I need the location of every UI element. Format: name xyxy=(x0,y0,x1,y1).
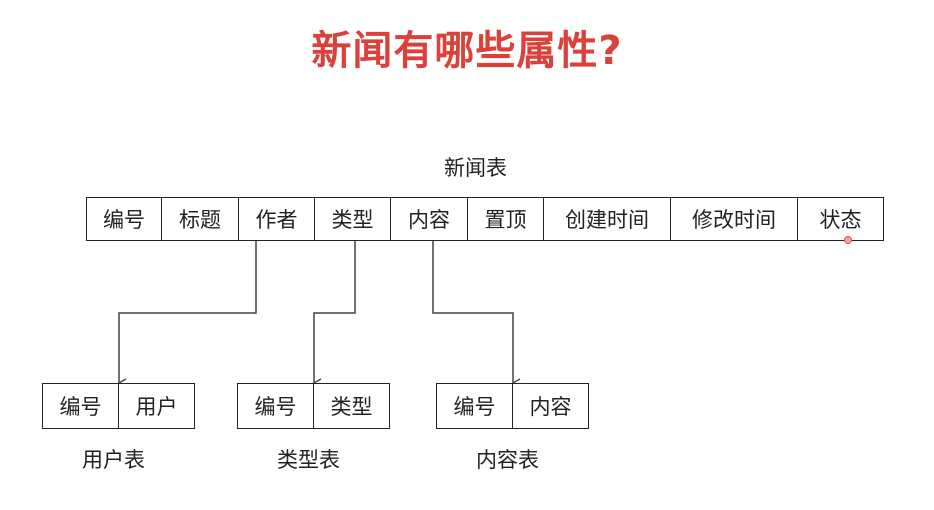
user-column-id: 编号 xyxy=(43,384,119,428)
user-table: 编号 用户 xyxy=(42,383,195,429)
content-table: 编号 内容 xyxy=(436,383,589,429)
mouse-cursor-indicator xyxy=(844,236,852,244)
type-column-id: 编号 xyxy=(238,384,314,428)
news-column-id: 编号 xyxy=(87,198,162,240)
news-column-status: 状态 xyxy=(819,208,862,232)
news-column-content: 内容 xyxy=(391,198,468,240)
news-table-caption: 新闻表 xyxy=(444,156,507,180)
news-column-title: 标题 xyxy=(162,198,239,240)
news-column-modified-time: 修改时间 xyxy=(671,198,798,240)
page-title: 新闻有哪些属性? xyxy=(311,28,623,74)
news-table: 编号 标题 作者 类型 内容 置顶 创建时间 修改时间 状态 xyxy=(86,197,884,241)
content-column-content: 内容 xyxy=(529,395,572,419)
content-to-content-connector xyxy=(432,241,521,388)
news-column-pinned: 置顶 xyxy=(468,198,544,240)
type-table: 编号 类型 xyxy=(237,383,390,429)
type-column-type: 类型 xyxy=(330,395,373,419)
content-table-caption: 内容表 xyxy=(476,448,539,472)
type-to-type-connector xyxy=(312,241,356,388)
user-table-caption: 用户表 xyxy=(82,448,145,472)
author-to-user-connector xyxy=(117,241,257,388)
type-table-caption: 类型表 xyxy=(277,448,340,472)
news-column-created-time: 创建时间 xyxy=(544,198,671,240)
user-column-user: 用户 xyxy=(135,395,178,419)
content-column-id: 编号 xyxy=(437,384,513,428)
news-column-type: 类型 xyxy=(315,198,391,240)
news-column-author: 作者 xyxy=(239,198,315,240)
